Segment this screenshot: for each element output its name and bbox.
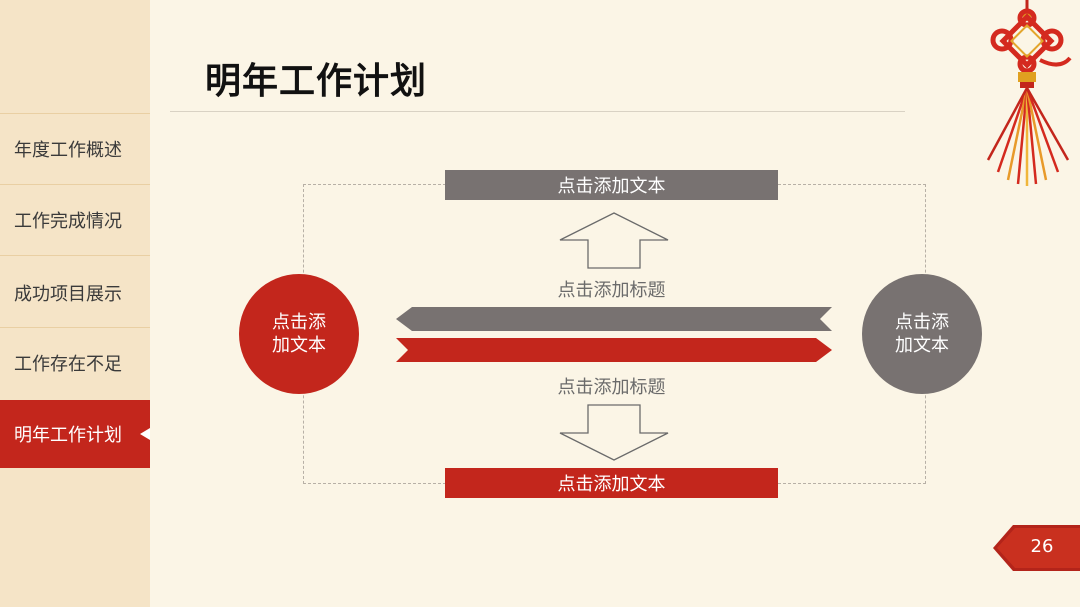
sidebar-item-successful-projects[interactable]: 成功项目展示 <box>0 258 150 328</box>
left-circle[interactable]: 点击添加文本 <box>239 274 359 394</box>
down-arrow-icon <box>558 403 670 461</box>
page-number: 26 <box>1022 536 1062 557</box>
active-indicator-icon <box>140 428 150 440</box>
upper-heading[interactable]: 点击添加标题 <box>445 276 778 302</box>
sidebar-item-work-completion[interactable]: 工作完成情况 <box>0 185 150 255</box>
left-circle-text: 点击添加文本 <box>267 311 331 357</box>
sidebar-item-annual-overview[interactable]: 年度工作概述 <box>0 114 150 184</box>
sidebar-item-label: 工作完成情况 <box>14 207 122 233</box>
top-text-bar[interactable]: 点击添加文本 <box>445 170 778 200</box>
sidebar-item-next-year-plan[interactable]: 明年工作计划 <box>0 400 150 468</box>
chinese-knot-icon <box>980 0 1080 190</box>
right-circle[interactable]: 点击添加文本 <box>862 274 982 394</box>
bottom-text-bar[interactable]: 点击添加文本 <box>445 468 778 498</box>
sidebar-item-label: 年度工作概述 <box>14 136 122 162</box>
left-ribbon-arrow-icon <box>396 306 832 332</box>
sidebar-item-label: 成功项目展示 <box>14 280 122 306</box>
top-bar-text: 点击添加文本 <box>558 172 666 198</box>
nav-divider <box>0 255 150 256</box>
sidebar: 年度工作概述 工作完成情况 成功项目展示 工作存在不足 明年工作计划 <box>0 0 150 607</box>
up-arrow-icon <box>558 212 670 270</box>
sidebar-item-label: 工作存在不足 <box>14 350 122 376</box>
right-circle-text: 点击添加文本 <box>890 311 954 357</box>
lower-heading[interactable]: 点击添加标题 <box>445 373 778 399</box>
page-title: 明年工作计划 <box>205 52 427 104</box>
sidebar-item-shortcomings[interactable]: 工作存在不足 <box>0 328 150 398</box>
bottom-bar-text: 点击添加文本 <box>558 470 666 496</box>
title-divider <box>170 111 905 112</box>
right-ribbon-arrow-icon <box>396 337 832 363</box>
sidebar-item-label: 明年工作计划 <box>14 421 122 447</box>
